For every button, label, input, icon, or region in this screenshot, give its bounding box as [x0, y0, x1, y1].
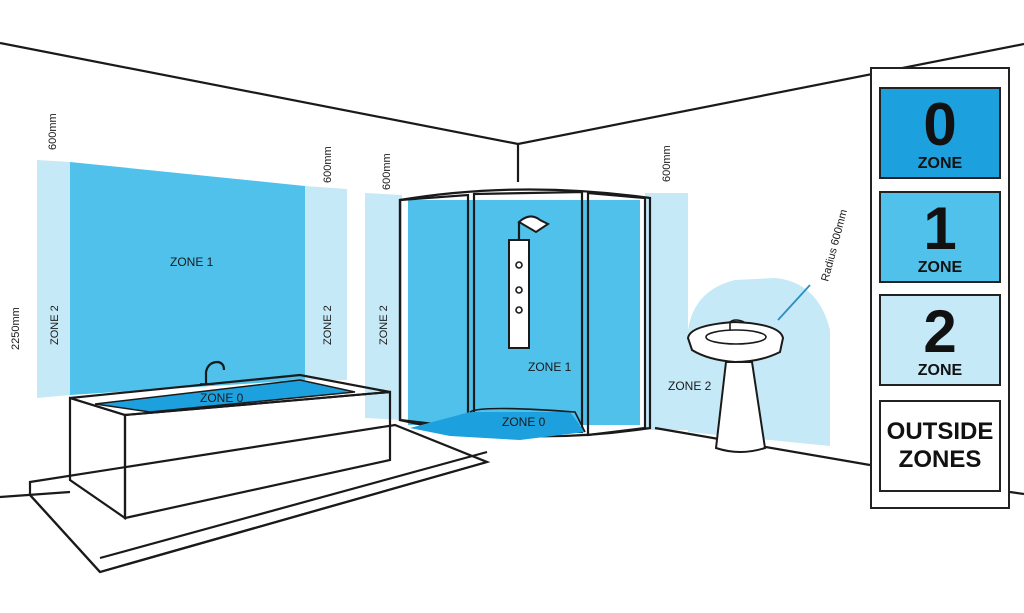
sink — [686, 319, 785, 453]
width-600-label-c: 600mm — [381, 153, 393, 190]
legend-zone0: 0 ZONE — [879, 87, 1001, 179]
floor-platform — [28, 423, 491, 574]
zone2-left-strip — [37, 160, 70, 398]
legend-zone0-number: 0 — [923, 91, 957, 158]
shower-panel — [508, 239, 530, 349]
legend-outside-line1: OUTSIDE — [886, 418, 994, 445]
zone2-shower-right-strip — [645, 193, 688, 430]
zone0-shower-label: ZONE 0 — [502, 415, 546, 429]
legend-zone2: 2 ZONE — [879, 294, 1001, 386]
shower-head-icon — [517, 215, 550, 234]
radius-pointer — [777, 284, 811, 321]
radius-label: Radius 600mm — [819, 208, 850, 283]
height-2250-label: 2250mm — [10, 307, 22, 350]
legend-outside-zones: OUTSIDE ZONES — [879, 400, 1001, 492]
zone2-shower-label: ZONE 2 — [378, 305, 390, 345]
zone1-wall — [70, 162, 305, 395]
bath-tap-icon — [204, 360, 226, 384]
width-600-label-d: 600mm — [661, 145, 673, 182]
width-600-label-b: 600mm — [322, 146, 334, 183]
zone-legend: 0 ZONE 1 ZONE 2 ZONE OUTSIDE ZONES — [870, 67, 1010, 509]
legend-outside-line2: ZONES — [898, 446, 982, 473]
zone1-shower-label: ZONE 1 — [528, 360, 572, 374]
sink-tap-icon — [729, 319, 745, 330]
zone2-mid-strip — [305, 186, 347, 380]
zone2-shower-left-strip — [365, 193, 402, 420]
legend-zone1: 1 ZONE — [879, 191, 1001, 283]
zone0-shower-tray-outline — [469, 407, 586, 433]
shower-tray — [410, 412, 585, 440]
zone1-wall-label: ZONE 1 — [170, 255, 214, 269]
legend-zone2-number: 2 — [923, 298, 957, 365]
zone2-mid-label: ZONE 2 — [322, 305, 334, 345]
zone0-bath-label: ZONE 0 — [200, 391, 244, 405]
zone0-bath-water — [94, 379, 356, 413]
zone2-left-label: ZONE 2 — [49, 305, 61, 345]
legend-zone1-word: ZONE — [917, 259, 963, 276]
sink-pedestal — [714, 361, 767, 453]
legend-zone0-word: ZONE — [917, 155, 963, 172]
shower-enclosure — [398, 188, 652, 440]
legend-zone1-number: 1 — [923, 195, 957, 262]
legend-zone2-word: ZONE — [917, 362, 963, 379]
width-600-label-a: 600mm — [47, 113, 59, 150]
bathtub — [68, 360, 392, 521]
zone2-sink-label: ZONE 2 — [668, 379, 712, 393]
